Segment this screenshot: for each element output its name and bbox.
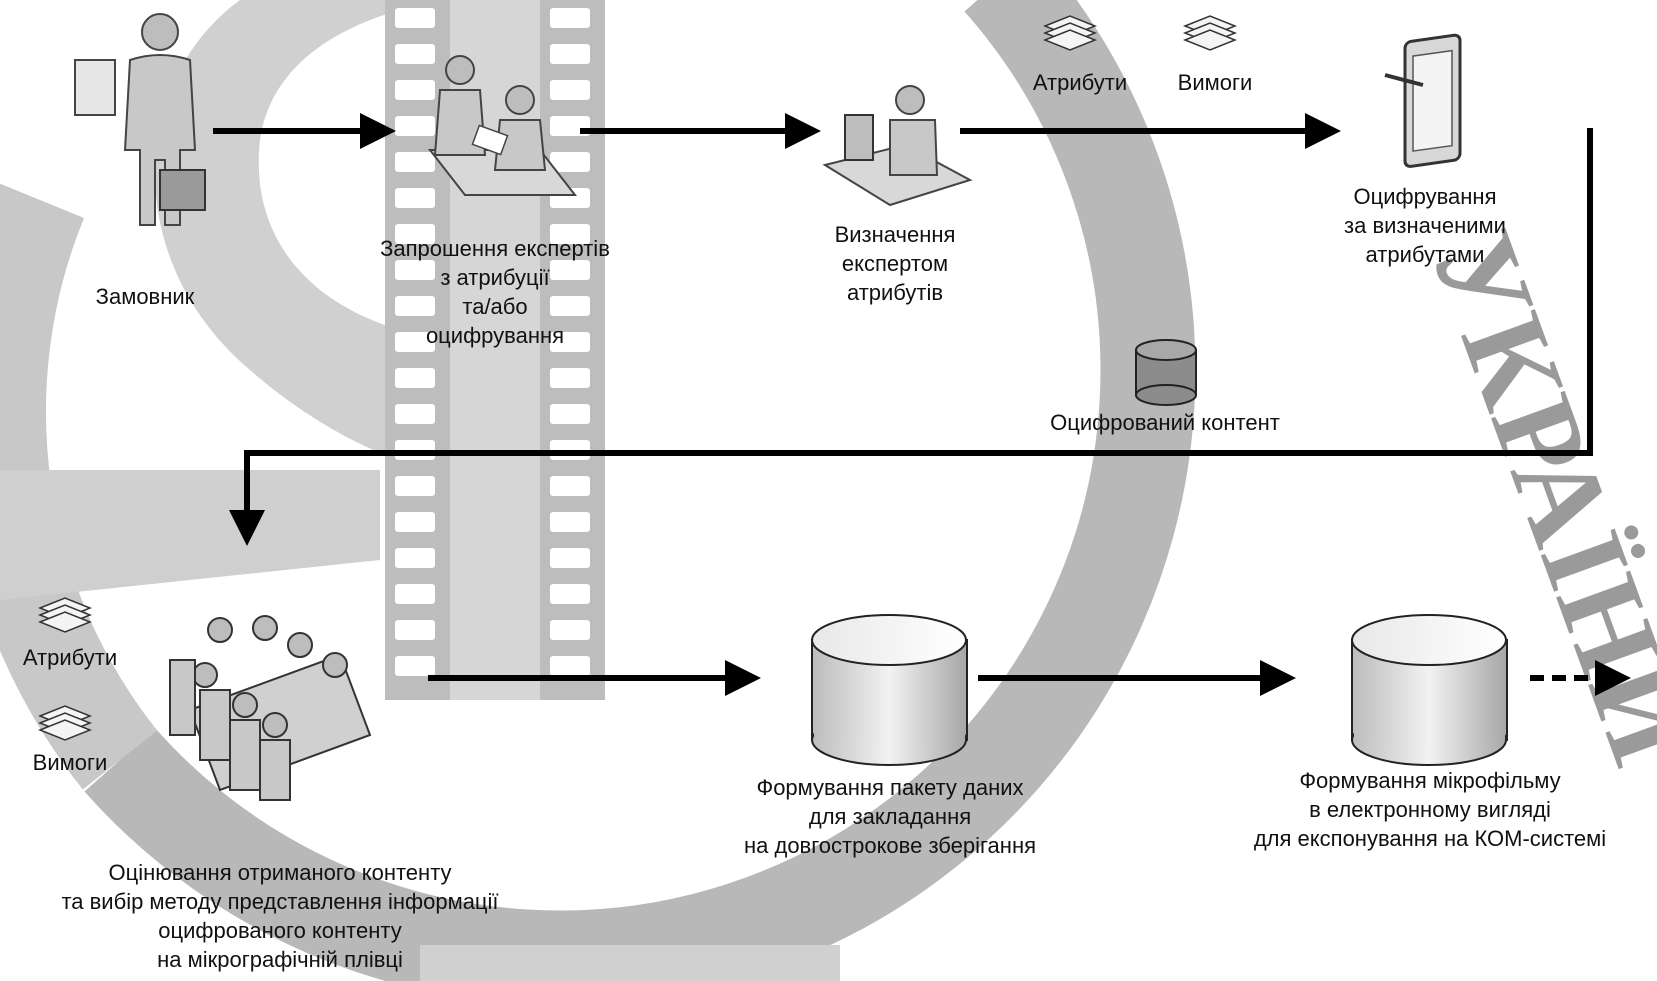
film-hole: [395, 584, 435, 604]
film-hole: [395, 116, 435, 136]
film-hole: [395, 620, 435, 640]
film-hole: [395, 44, 435, 64]
define-attributes-label: Визначення експертом атрибутів: [834, 222, 956, 305]
film-hole: [395, 548, 435, 568]
film-hole: [550, 368, 590, 388]
film-hole: [550, 152, 590, 172]
tablet-stylus-icon: [1384, 33, 1462, 168]
database-icon: [1351, 614, 1508, 766]
meeting-handshake-icon: [427, 55, 578, 196]
document-stack-icon: [37, 597, 93, 633]
left-attributes-label: Атрибути: [22, 645, 118, 670]
film-hole: [550, 476, 590, 496]
digital-content-label: Оцифрований контент: [1050, 410, 1280, 435]
film-hole: [395, 404, 435, 424]
data-package-label: Формування пакету даних для закладання н…: [743, 775, 1036, 858]
film-hole: [395, 332, 435, 352]
microfilm-label: Формування мікрофільму в електронному ви…: [1253, 768, 1607, 851]
evaluation-label: Оцінювання отриманого контенту та вибір …: [61, 860, 499, 972]
film-hole: [395, 80, 435, 100]
customer-label: Замовник: [95, 284, 195, 309]
database-icon: [1135, 339, 1197, 406]
film-hole: [550, 656, 590, 676]
document-stack-icon: [1042, 15, 1098, 51]
top-attributes-label: Атрибути: [1032, 70, 1128, 95]
film-hole: [395, 152, 435, 172]
film-hole: [550, 584, 590, 604]
watermark-film-strip-bottom: [420, 945, 840, 981]
film-hole: [550, 548, 590, 568]
database-icon: [811, 614, 968, 766]
conference-table-icon: [169, 615, 372, 801]
film-hole: [395, 512, 435, 532]
film-hole: [395, 368, 435, 388]
film-hole: [550, 260, 590, 280]
film-hole: [550, 296, 590, 316]
film-hole: [550, 224, 590, 244]
expert-workstation-icon: [822, 85, 973, 207]
businessman-icon: [74, 13, 206, 226]
arrow-digitize-to-evaluation: [229, 128, 1593, 546]
top-requirements-label: Вимоги: [1177, 70, 1253, 95]
watermark-film-strip: [385, 0, 605, 700]
left-requirements-label: Вимоги: [32, 750, 108, 775]
film-hole: [395, 188, 435, 208]
film-hole: [550, 80, 590, 100]
film-hole: [550, 512, 590, 532]
film-hole: [395, 8, 435, 28]
watermark-crescent: [155, 0, 400, 460]
film-hole: [395, 260, 435, 280]
film-hole: [550, 8, 590, 28]
film-hole: [550, 44, 590, 64]
film-hole: [395, 296, 435, 316]
invite-experts-label: Запрошення експертів з атрибуції та/або …: [380, 236, 610, 348]
film-hole: [550, 332, 590, 352]
film-hole: [550, 404, 590, 424]
film-hole: [550, 620, 590, 640]
document-stack-icon: [37, 705, 93, 741]
film-hole: [395, 476, 435, 496]
film-hole: [395, 656, 435, 676]
film-hole: [395, 224, 435, 244]
document-stack-icon: [1182, 15, 1238, 51]
watermark-band: [0, 470, 380, 600]
digitizing-label: Оцифрування за визначеними атрибутами: [1344, 184, 1506, 267]
